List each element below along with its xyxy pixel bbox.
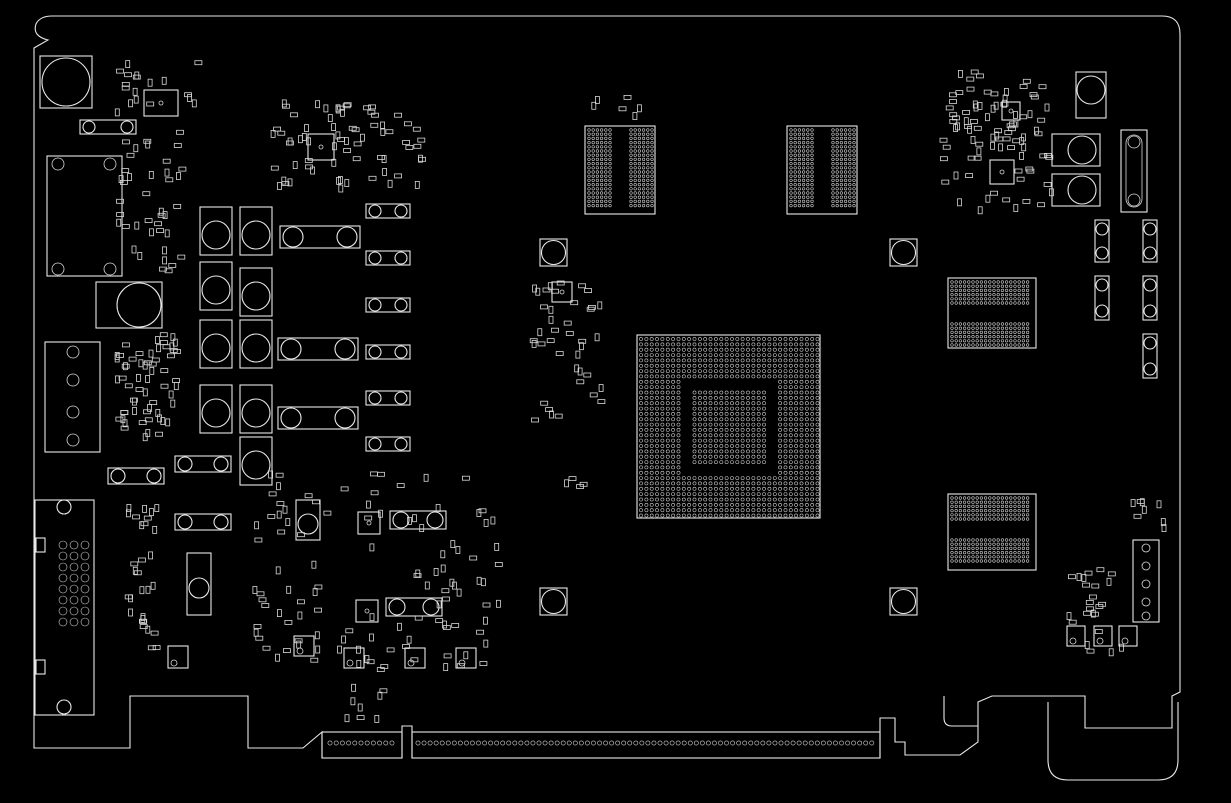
smd-components xyxy=(114,60,1167,723)
dvi-connector xyxy=(34,499,95,716)
right-header xyxy=(1132,539,1160,623)
mounting-pads xyxy=(539,238,918,616)
crystal-oscillator-top xyxy=(39,55,93,109)
memory-chip-right-lower xyxy=(947,493,1037,571)
memory-chip-top-left xyxy=(584,125,656,215)
pcie-edge-connector xyxy=(321,731,881,759)
left-connector-upper xyxy=(46,155,123,277)
memory-chip-right-upper xyxy=(947,277,1037,349)
retention-tab xyxy=(1047,702,1179,781)
right-slot-connector xyxy=(1120,129,1148,213)
gpu-bga-chip xyxy=(636,334,821,519)
bracket-notch xyxy=(943,696,978,727)
left-connector-lower xyxy=(44,341,101,453)
inductor-large xyxy=(95,281,163,329)
right-crystal xyxy=(1051,71,1107,207)
memory-chip-top-right xyxy=(786,125,858,215)
passive-components xyxy=(79,119,1158,617)
